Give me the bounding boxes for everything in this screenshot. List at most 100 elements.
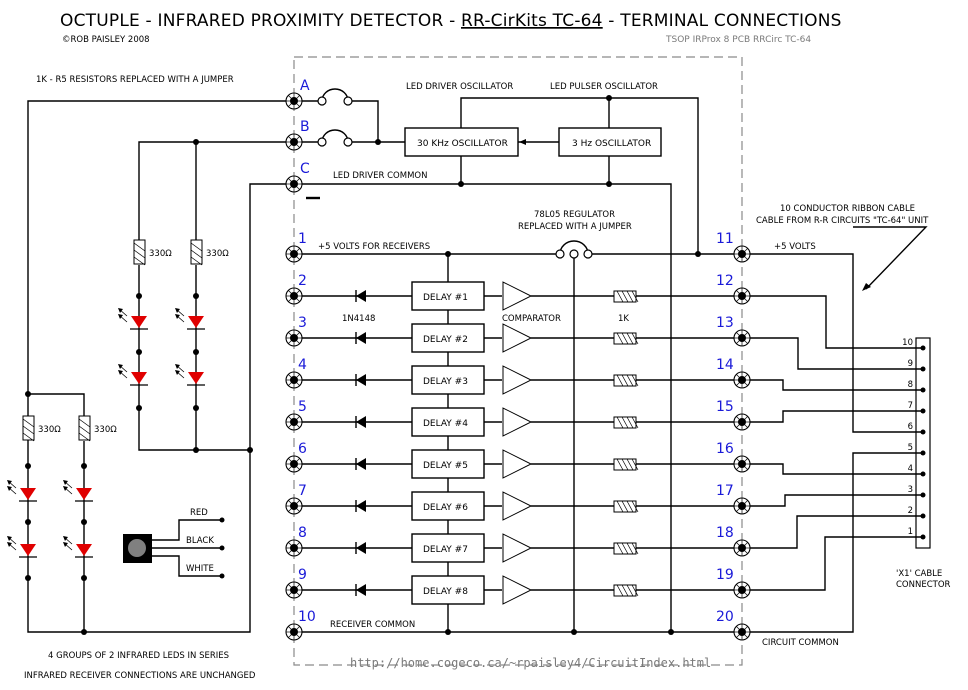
- terminal-label: C: [300, 161, 310, 177]
- hatch: [626, 542, 634, 555]
- hatch: [626, 584, 634, 597]
- terminal-1[interactable]: [285, 245, 303, 263]
- arrowhead: [7, 486, 12, 491]
- diode-icon: [356, 416, 366, 428]
- hatch: [616, 584, 624, 597]
- terminal-14[interactable]: [733, 371, 751, 389]
- terminal-10[interactable]: [285, 623, 303, 641]
- oscillator-3hz-label: 3 Hz OSCILLATOR: [572, 139, 651, 149]
- terminal-center: [738, 292, 746, 300]
- jumper-pad: [343, 137, 353, 147]
- terminal-3[interactable]: [285, 329, 303, 347]
- resistor-330-label: 330Ω: [94, 425, 117, 435]
- junction: [193, 139, 199, 145]
- hatch: [616, 458, 624, 471]
- diode-icon: [356, 374, 366, 386]
- regulator-pad: [555, 249, 565, 259]
- hatch: [626, 416, 634, 429]
- regulator-note-1: 78L05 REGULATOR: [534, 210, 615, 220]
- junction: [81, 629, 87, 635]
- hatch: [190, 256, 203, 266]
- terminal-label: 19: [716, 567, 734, 583]
- arrowhead: [7, 542, 12, 547]
- terminal-17[interactable]: [733, 497, 751, 515]
- jumper-note: 1K - R5 RESISTORS REPLACED WITH A JUMPER: [36, 75, 234, 85]
- led-pulser-osc-label: LED PULSER OSCILLATOR: [550, 82, 658, 92]
- hatch: [616, 542, 624, 555]
- ir-receiver-lens: [128, 539, 146, 557]
- wire-black-label: BLACK: [186, 536, 214, 546]
- terminal-center: [290, 97, 298, 105]
- terminal-2[interactable]: [285, 287, 303, 305]
- jumper-pad: [317, 96, 327, 106]
- junction: [25, 575, 31, 581]
- terminal-12[interactable]: [733, 287, 751, 305]
- terminal-11[interactable]: [733, 245, 751, 263]
- resistor-330-label: 330Ω: [206, 249, 229, 259]
- title-link: RR-CirKits TC-64: [461, 11, 603, 31]
- terminal-center: [290, 544, 298, 552]
- terminal-15[interactable]: [733, 413, 751, 431]
- connector-pin-label: 9: [908, 359, 913, 369]
- ir-led-icon: [76, 544, 92, 556]
- terminal-6[interactable]: [285, 455, 303, 473]
- delay-label: DELAY #3: [423, 377, 468, 387]
- terminal-center: [290, 418, 298, 426]
- terminal-5[interactable]: [285, 413, 303, 431]
- comparator-icon: [502, 281, 533, 311]
- ir-led-icon: [131, 372, 147, 384]
- resistor-330-icon: [190, 239, 203, 265]
- hatch: [190, 242, 203, 252]
- junction: [193, 349, 199, 355]
- diagram-title: OCTUPLE - INFRARED PROXIMITY DETECTOR - …: [60, 11, 842, 31]
- ribbon-wire: [742, 536, 923, 591]
- hatch: [190, 249, 203, 259]
- terminal-16[interactable]: [733, 455, 751, 473]
- comparator-icon: [502, 533, 533, 563]
- terminal-7[interactable]: [285, 497, 303, 515]
- wire: [28, 393, 85, 416]
- arrowhead: [63, 486, 68, 491]
- junction: [247, 447, 253, 453]
- comparator-icon: [502, 491, 533, 521]
- terminal-4[interactable]: [285, 371, 303, 389]
- terminal-c[interactable]: [285, 175, 303, 193]
- terminal-20[interactable]: [733, 623, 751, 641]
- terminal-center: [290, 180, 298, 188]
- diode-icon: [356, 500, 366, 512]
- terminal-18[interactable]: [733, 539, 751, 557]
- arrowhead: [175, 308, 180, 313]
- terminal-label: 12: [716, 273, 734, 289]
- jumper-pad: [317, 137, 327, 147]
- diode-label: 1N4148: [342, 314, 375, 324]
- terminal-center: [738, 502, 746, 510]
- led-driver-osc-label: LED DRIVER OSCILLATOR: [406, 82, 513, 92]
- diode-icon: [356, 332, 366, 344]
- wire-red-label: RED: [190, 508, 208, 518]
- terminal-b[interactable]: [285, 133, 303, 151]
- terminal-center: [738, 460, 746, 468]
- connector-note-2: CONNECTOR: [896, 580, 951, 590]
- junction: [81, 519, 87, 525]
- hatch: [133, 249, 146, 259]
- ir-led-icon: [188, 316, 204, 328]
- terminal-19[interactable]: [733, 581, 751, 599]
- arrowhead: [175, 370, 180, 375]
- comparator-icon: [502, 575, 533, 605]
- jumper-pad: [343, 96, 353, 106]
- diode-icon: [356, 458, 366, 470]
- ribbon-wire: [742, 463, 923, 475]
- wire: [27, 100, 294, 633]
- terminal-9[interactable]: [285, 581, 303, 599]
- junction: [81, 575, 87, 581]
- terminal-13[interactable]: [733, 329, 751, 347]
- terminal-a[interactable]: [285, 92, 303, 110]
- terminal-8[interactable]: [285, 539, 303, 557]
- diode-icon: [356, 584, 366, 596]
- resistor-330-label: 330Ω: [149, 249, 172, 259]
- arrowhead: [118, 308, 123, 313]
- pcb-outline: [293, 56, 743, 666]
- comparator-icon: [502, 449, 533, 479]
- connector-pin-label: 3: [908, 485, 913, 495]
- ir-led-icon: [20, 544, 36, 556]
